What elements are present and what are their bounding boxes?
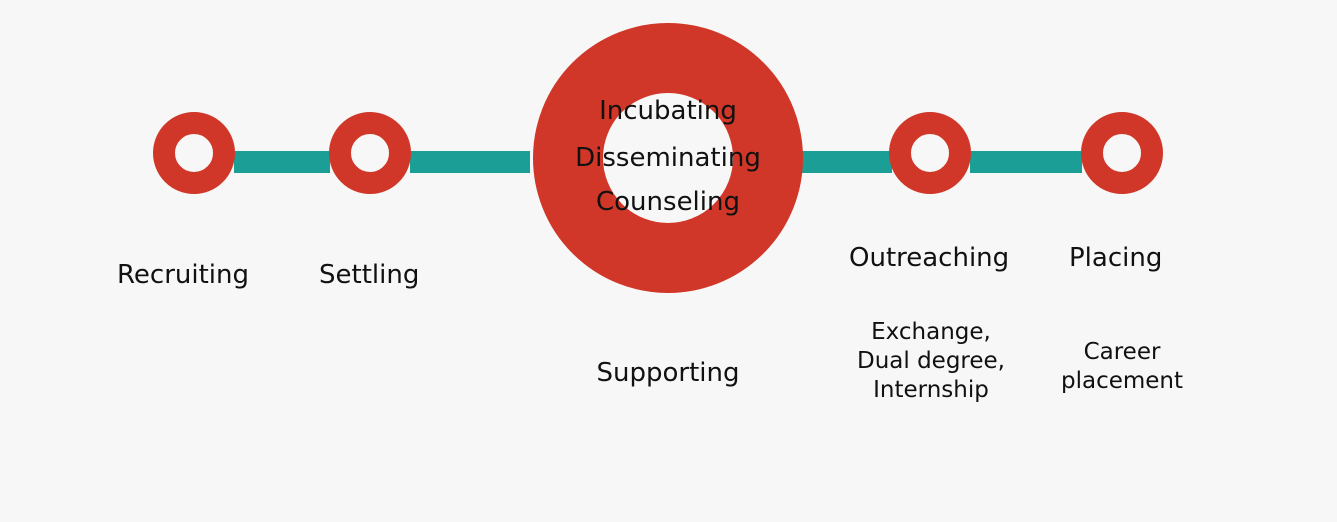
settling-node [329, 112, 411, 194]
recruiting-label: Recruiting [117, 260, 249, 290]
core-label-disseminating: Disseminating [575, 143, 761, 173]
connector-recruiting-settling [234, 151, 330, 173]
core-label-incubating: Incubating [599, 96, 737, 126]
settling-label: Settling [319, 260, 420, 290]
outreaching-node [889, 112, 971, 194]
supporting-label: Supporting [596, 358, 740, 388]
connector-core-outreaching [800, 151, 892, 173]
recruiting-node [153, 112, 235, 194]
outreaching-detail: Exchange, Dual degree, Internship [857, 319, 1005, 403]
core-label-counseling: Counseling [596, 187, 740, 217]
connector-settling-core [410, 151, 530, 173]
placing-label: Placing [1069, 243, 1163, 273]
placing-detail: Career placement [1060, 339, 1184, 394]
placing-node [1081, 112, 1163, 194]
connector-outreaching-placing [970, 151, 1082, 173]
outreaching-label: Outreaching [849, 243, 1010, 273]
